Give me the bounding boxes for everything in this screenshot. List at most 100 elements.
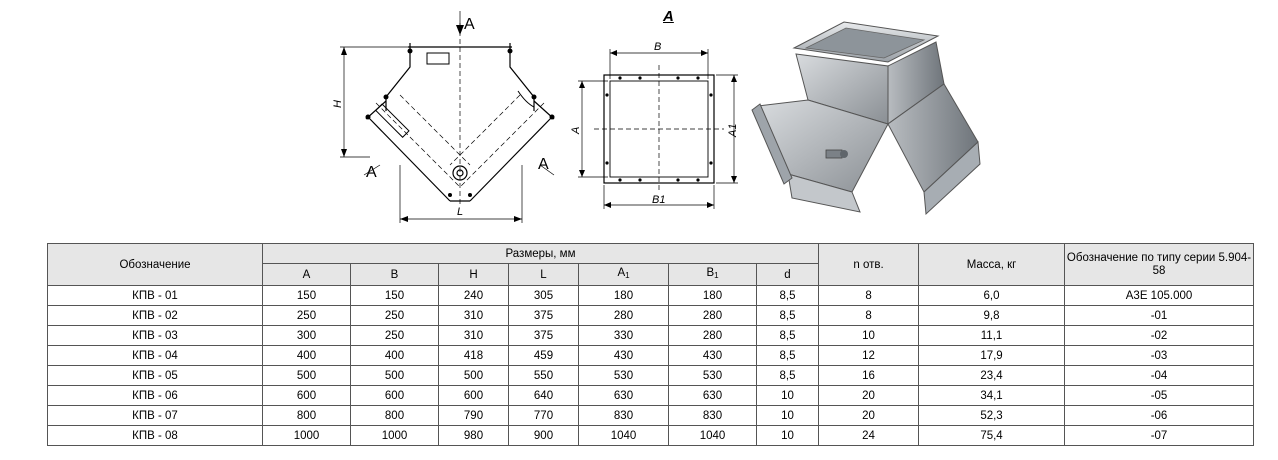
table-cell: 459 [508, 345, 579, 366]
length-dimension-label: L [457, 206, 463, 218]
table-cell: 600 [262, 385, 351, 406]
subheader-a1-base: A [617, 267, 626, 279]
table-cell: КПВ - 03 [47, 325, 263, 346]
table-cell: 8 [818, 305, 920, 326]
table-cell: 9,8 [918, 305, 1066, 326]
table-cell: 500 [350, 365, 439, 386]
table-cell: -02 [1064, 325, 1255, 346]
table-cell: 10 [755, 425, 820, 446]
table-cell: 800 [350, 405, 439, 426]
subheader-h: H [438, 263, 509, 286]
table-cell: 150 [350, 285, 439, 306]
table-cell: 16 [818, 365, 920, 386]
table-cell: 1000 [350, 425, 439, 446]
table-cell: 305 [508, 285, 579, 306]
table-cell: 1040 [668, 425, 757, 446]
table-cell: 8,5 [755, 345, 820, 366]
table-cell: 430 [578, 345, 669, 366]
left-section-arrow-label: A [366, 164, 377, 181]
table-cell: 180 [578, 285, 669, 306]
side-view-drawing: B A A1 B1 [568, 35, 748, 215]
table-cell: 250 [350, 325, 439, 346]
table-cell: 24 [818, 425, 920, 446]
header-dimensions: Размеры, мм [261, 243, 820, 264]
table-cell: КПВ - 08 [47, 425, 263, 446]
table-cell: 1040 [578, 425, 669, 446]
subheader-l: L [508, 263, 579, 286]
view-a-title: A [663, 8, 674, 25]
table-cell: 180 [668, 285, 757, 306]
table-cell: 530 [668, 365, 757, 386]
side-b-label: B [654, 41, 661, 53]
table-cell: 375 [508, 325, 579, 346]
table-cell: 17,9 [918, 345, 1066, 366]
table-cell: 600 [438, 385, 509, 406]
table-cell: 10 [818, 325, 920, 346]
table-cell: 150 [262, 285, 351, 306]
table-cell: 830 [668, 405, 757, 426]
table-cell: -05 [1064, 385, 1255, 406]
table-cell: -07 [1064, 425, 1255, 446]
table-cell: 310 [438, 325, 509, 346]
table-cell: 550 [508, 365, 579, 386]
table-cell: КПВ - 05 [47, 365, 263, 386]
subheader-a1: A1 [578, 263, 669, 286]
subheader-a: A [262, 263, 351, 286]
table-cell: 500 [262, 365, 351, 386]
table-cell: 8 [818, 285, 920, 306]
table-cell: 530 [578, 365, 669, 386]
table-cell: 8,5 [755, 325, 820, 346]
subheader-b1-base: B [706, 267, 715, 279]
table-cell: 23,4 [918, 365, 1066, 386]
table-cell: 250 [262, 305, 351, 326]
table-cell: 1000 [262, 425, 351, 446]
table-cell: 20 [818, 405, 920, 426]
header-designation: Обозначение [47, 243, 263, 286]
subheader-b1: B1 [668, 263, 757, 286]
height-dimension-label: H [332, 100, 344, 108]
table-cell: 75,4 [918, 425, 1066, 446]
table-cell: А3Е 105.000 [1064, 285, 1255, 306]
table-cell: 500 [438, 365, 509, 386]
subheader-b1-sub: 1 [714, 271, 719, 280]
specification-table: Обозначение Размеры, мм n отв. Масса, кг… [47, 243, 1255, 446]
table-cell: -03 [1064, 345, 1255, 366]
table-cell: 10 [755, 405, 820, 426]
table-cell: 310 [438, 305, 509, 326]
side-a1-label: A1 [727, 124, 739, 138]
table-cell: -01 [1064, 305, 1255, 326]
table-cell: 6,0 [918, 285, 1066, 306]
table-cell: 11,1 [918, 325, 1066, 346]
table-cell: 34,1 [918, 385, 1066, 406]
front-view-drawing: A H L A A [330, 5, 570, 227]
table-cell: 640 [508, 385, 579, 406]
product-photo [748, 14, 988, 224]
header-mass: Масса, кг [918, 243, 1066, 286]
table-cell: 240 [438, 285, 509, 306]
table-cell: 630 [578, 385, 669, 406]
section-arrow-label: A [464, 16, 475, 33]
header-series-designation: Обозначение по типу серии 5.904-58 [1064, 243, 1255, 286]
table-cell: 280 [668, 305, 757, 326]
table-cell: 280 [578, 305, 669, 326]
table-cell: 52,3 [918, 405, 1066, 426]
table-cell: 400 [350, 345, 439, 366]
table-cell: КПВ - 01 [47, 285, 263, 306]
table-cell: 790 [438, 405, 509, 426]
table-cell: 20 [818, 385, 920, 406]
side-b1-label: B1 [652, 194, 665, 206]
table-cell: 300 [262, 325, 351, 346]
subheader-d: d [755, 263, 820, 286]
table-cell: 12 [818, 345, 920, 366]
figures-area: A H L A A A [330, 5, 988, 227]
header-holes: n отв. [818, 243, 920, 286]
table-cell: 375 [508, 305, 579, 326]
side-a-label: A [570, 127, 582, 135]
